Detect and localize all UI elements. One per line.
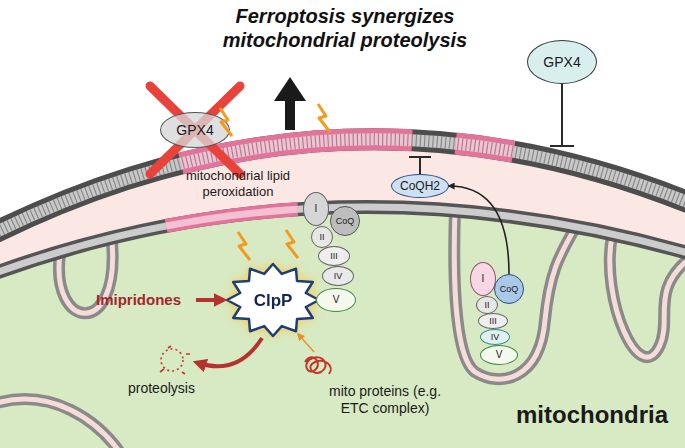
node-text: I [482,274,485,284]
crista-lumen [0,399,125,448]
node-text: IV [491,333,500,342]
node-text: GPX4 [543,55,580,69]
inhibition-line [409,157,431,174]
peroxidized-lipids [0,207,685,275]
figure-title: Ferroptosis synergizes mitochondrial pro… [195,4,495,52]
node-text: V [333,295,340,305]
outer-membrane-tails [0,139,685,235]
node-text: CoQH2 [400,180,440,192]
inner-membrane-tails [0,207,685,275]
etc-complex: I [303,192,329,226]
outer-membrane-heads [0,139,685,235]
inner-membrane [0,207,685,275]
protein-fragments [160,346,190,374]
coenzyme-circle: CoQ [330,206,360,236]
etc-complex: IV [322,266,354,286]
crista-lumen [454,210,575,379]
edge-layer [449,186,509,274]
enzyme-oval: GPX4 [527,40,597,84]
inhibition-stem [419,157,421,174]
star-shape [227,264,319,336]
lightning-bolt [238,232,250,260]
node-text: III [489,317,497,326]
drug-label: Imipridones [96,291,181,309]
etc-complex: II [311,226,333,248]
crista [454,210,575,379]
drug-arrow [196,298,222,302]
etc-complex: III [318,246,350,266]
etc-complex: I [470,262,496,296]
node-text: II [319,233,324,242]
mitochondrial-matrix [0,207,685,448]
node-text: CoQ [500,285,519,294]
node-text: IV [334,272,343,281]
protein-squiggle [305,357,331,374]
node-text: V [496,350,503,360]
process-label: mitochondrial lipid peroxidation [176,168,300,200]
release-arrow-head [274,77,306,101]
protease-star: ClpP [225,262,321,338]
etc-complex: II [476,296,498,314]
organelle-label: mitochondria [516,400,668,429]
node-text: CoQ [336,217,355,226]
cross-stroke [150,86,240,174]
process-label: proteolysis [128,380,195,397]
node-text: II [484,301,489,310]
lipid-tail-lines [0,139,685,235]
lightning-bolt [286,230,298,258]
fragment-bits [160,346,190,374]
etc-complex: V [480,345,518,365]
inhibition-bar [409,156,431,158]
node-text: I [315,204,318,214]
inhibition-line [550,84,574,146]
coenzyme-circle: CoQ [494,274,524,304]
release-arrow-shaft [285,98,295,130]
etc-complex: V [316,288,356,312]
fragment-ring [161,349,183,371]
inhibition-stem [561,84,563,146]
substrate-label: mito proteins (e.g. ETC complex) [316,383,454,417]
cross-mark [150,86,240,174]
node-text: ClpP [254,292,293,309]
inhibition-bar [550,145,574,147]
intermembrane-space [0,139,685,448]
peroxidized-lipid-tails [0,207,685,275]
cross-stroke [150,86,240,174]
enzyme-oval-inhibited: GPX4 [160,112,230,148]
lightning-bolt [318,104,330,132]
connector-arrow [449,186,509,274]
etc-complex: IV [480,329,510,345]
node-text: GPX4 [176,123,213,137]
peroxidized-lipid-tails [0,139,685,235]
outer-membrane [0,139,685,235]
peroxidized-lipids [0,139,685,235]
metabolite-oval: CoQH2 [391,174,449,198]
substrate-arrow [298,334,314,352]
crista [0,399,125,448]
inner-membrane-heads [0,207,685,275]
node-text: III [330,252,338,261]
etc-complex: III [478,313,508,329]
proteolysis-arrow [198,338,262,366]
